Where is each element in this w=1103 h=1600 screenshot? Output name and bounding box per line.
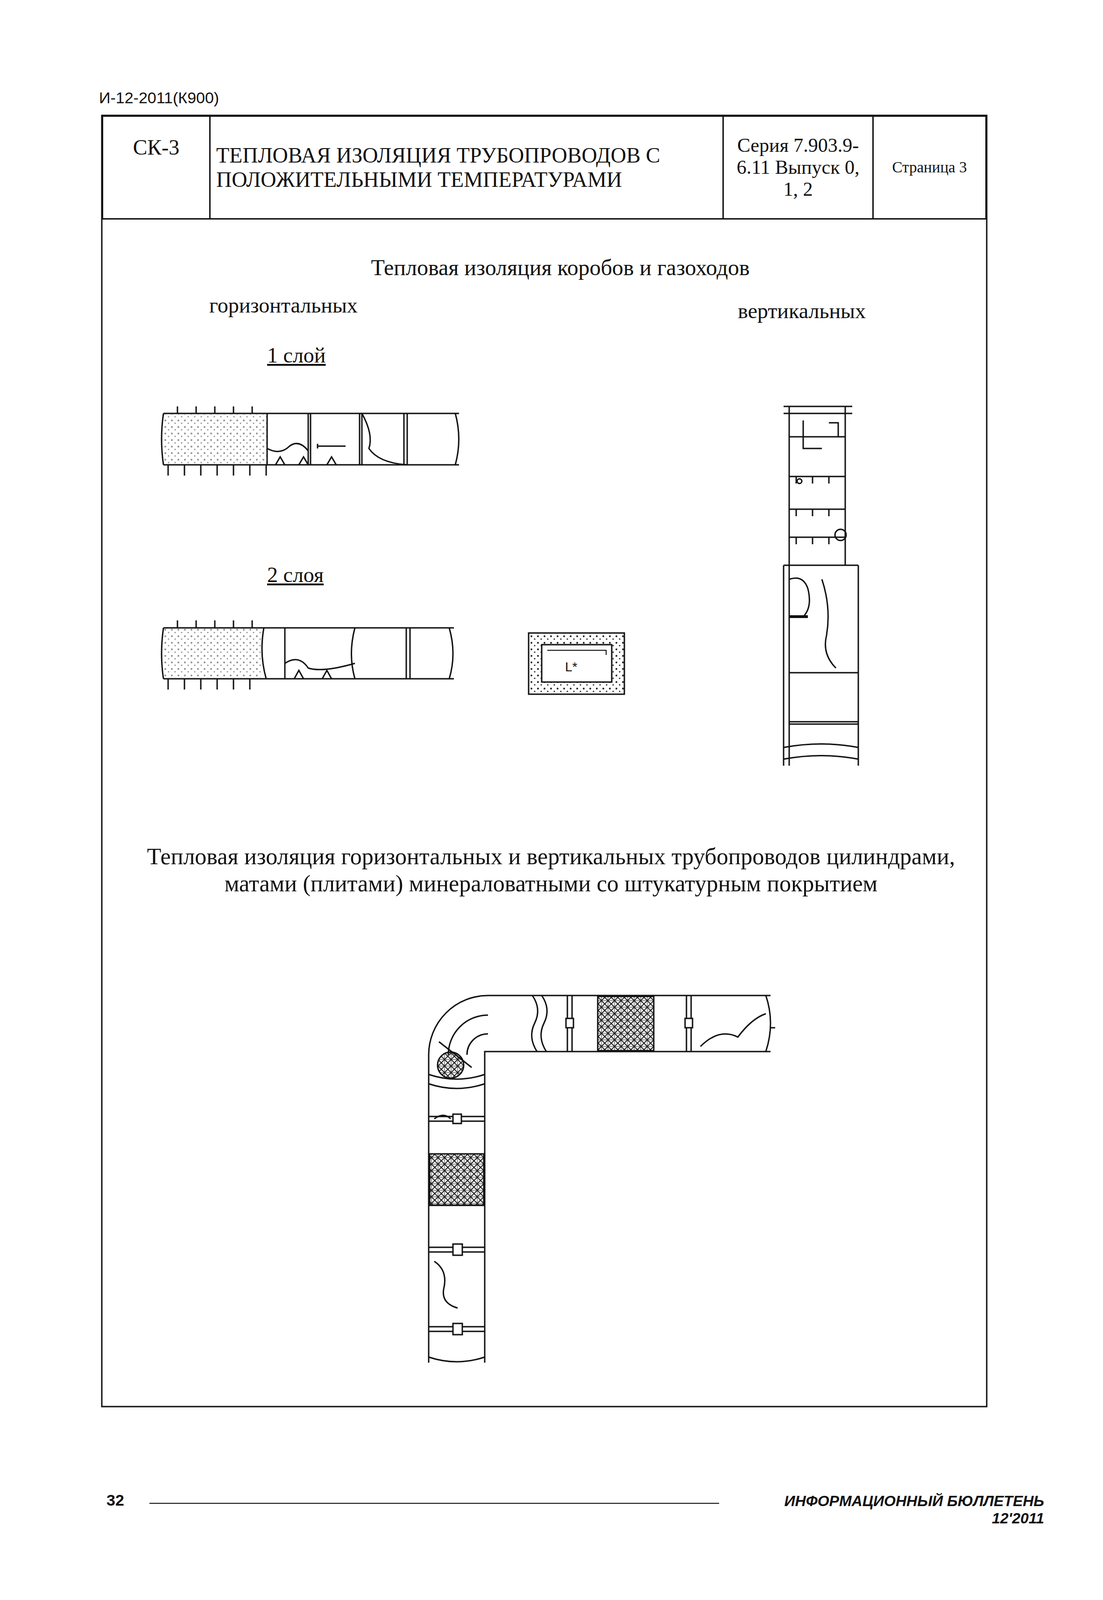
horizontal-duct-one-layer-part <box>267 443 309 452</box>
sheet-title-cell: ТЕПЛОВАЯ ИЗОЛЯЦИЯ ТРУБОПРОВОДОВ С ПОЛОЖИ… <box>209 115 724 220</box>
insulated-pipe-elbow-part <box>565 1018 574 1028</box>
horizontal-duct-one-layer-part <box>177 406 253 414</box>
insulated-pipe-elbow-part <box>770 1026 776 1029</box>
vertical-duct-part <box>789 578 836 669</box>
vertical-duct-part <box>789 672 859 724</box>
insulated-pipe-elbow-part <box>765 995 771 1052</box>
insulated-pipe-elbow-part <box>438 1041 472 1068</box>
horizontal-duct-two-layers-part <box>161 627 164 679</box>
horizontal-duct-two-layers <box>161 620 454 690</box>
insulated-pipe-elbow-part <box>428 1356 485 1362</box>
insulated-pipe-elbow-part <box>466 1033 488 1055</box>
series-cell: Серия 7.903.9-6.11 Выпуск 0, 1, 2 <box>722 115 874 220</box>
cell-text: Страница 3 <box>876 158 983 177</box>
vertical-duct-part <box>788 565 791 766</box>
insulated-pipe-elbow-part <box>597 996 654 1051</box>
horizontal-duct-one-layer-part <box>164 414 268 464</box>
horizontal-duct-one-layer-part <box>163 413 460 465</box>
horizontal-duct-two-layers-part <box>261 627 411 679</box>
insulated-pipe-elbow-part <box>700 1013 766 1047</box>
insulated-pipe-elbow-part <box>531 995 548 1052</box>
horizontal-duct-one-layer-part <box>455 413 460 465</box>
footer-rule-part <box>149 1502 720 1504</box>
insulated-pipe-elbow <box>428 995 776 1363</box>
vertical-duct-part <box>796 476 829 545</box>
cell-text: Серия 7.903.9-6.11 Выпуск 0, 1, 2 <box>727 134 869 201</box>
insulated-pipe-elbow-part <box>567 995 692 1052</box>
horizontal-duct-two-layers-part <box>164 628 263 678</box>
insulated-pipe-elbow-part <box>434 1260 458 1308</box>
horizontal-duct-one-layer-part <box>168 464 267 476</box>
sheet-frame-part <box>101 115 987 1407</box>
horizontal-duct-one-layer-part <box>361 413 407 465</box>
vertical-duct-part <box>803 420 839 449</box>
horizontal-duct-two-layers-part <box>294 670 332 679</box>
vertical-duct-part <box>789 436 846 538</box>
insulated-pipe-elbow-part <box>685 1018 693 1028</box>
horizontal-duct-one-layer-part <box>317 443 346 449</box>
horizontal-duct-two-layers-part <box>284 659 355 670</box>
insulated-pipe-elbow-part <box>484 1051 488 1055</box>
vertical-duct-part <box>789 406 846 566</box>
insulated-pipe-elbow-part <box>428 995 488 1055</box>
vertical-duct-part <box>783 565 859 766</box>
duct-cross-section <box>528 632 625 694</box>
layer-caption: 1 слой <box>267 343 408 368</box>
vertical-duct-part <box>834 529 847 541</box>
sheet-frame <box>101 115 987 1407</box>
section-heading: Тепловая изоляция коробов и газоходов <box>233 254 888 281</box>
horizontal-duct-two-layers-part <box>177 620 253 628</box>
footer-rule <box>149 1502 720 1504</box>
subheading: вертикальных <box>737 298 972 324</box>
insulated-pipe-elbow-part <box>448 1014 488 1055</box>
insulated-pipe-elbow-part <box>428 1074 485 1089</box>
horizontal-duct-two-layers-part <box>163 627 454 679</box>
duct-cross-section-part <box>547 650 607 655</box>
horizontal-duct-one-layer <box>161 406 460 476</box>
horizontal-duct-two-layers-part <box>449 627 453 679</box>
insulated-pipe-elbow-part <box>428 1204 485 1206</box>
cell-text: СК-3 <box>107 135 205 160</box>
layer-caption: 2 слоя <box>267 562 408 588</box>
vertical-duct <box>783 406 859 766</box>
sheet-code-cell: СК-3 <box>101 115 211 220</box>
insulated-pipe-elbow-part <box>429 1153 484 1205</box>
subheading: горизонтальных <box>209 293 443 319</box>
dimension-label: L* <box>565 659 594 675</box>
cell-text: ТЕПЛОВАЯ ИЗОЛЯЦИЯ ТРУБОПРОВОДОВ С ПОЛОЖИ… <box>216 143 717 192</box>
insulated-pipe-elbow-part <box>428 1054 485 1363</box>
document-code: И-12-2011(К900) <box>98 88 380 107</box>
vertical-duct-part <box>783 406 853 414</box>
insulated-pipe-elbow-part <box>452 1243 463 1255</box>
page-number: 32 <box>106 1490 144 1509</box>
insulated-pipe-elbow-part <box>434 1115 451 1119</box>
horizontal-duct-one-layer-part <box>275 456 337 465</box>
footer-title: ИНФОРМАЦИОННЫЙ БЮЛЛЕТЕНЬ 12'2011 <box>728 1491 1045 1527</box>
page-number-cell: Страница 3 <box>872 115 987 220</box>
insulated-pipe-elbow-part <box>452 1322 463 1335</box>
insulated-pipe-elbow-part <box>487 995 771 1052</box>
horizontal-duct-one-layer-part <box>161 413 164 465</box>
horizontal-duct-one-layer-part <box>267 413 408 465</box>
duct-cross-section-part <box>528 632 625 694</box>
duct-cross-section-part <box>541 644 612 682</box>
insulated-pipe-elbow-part <box>437 1051 464 1078</box>
section-heading: Тепловая изоляция горизонтальных и верти… <box>121 842 981 897</box>
vertical-duct-part <box>783 743 859 760</box>
vertical-duct-part <box>789 615 808 618</box>
horizontal-duct-two-layers-part <box>168 678 250 690</box>
vertical-duct-part <box>797 478 802 484</box>
insulated-pipe-elbow-part <box>452 1113 462 1124</box>
